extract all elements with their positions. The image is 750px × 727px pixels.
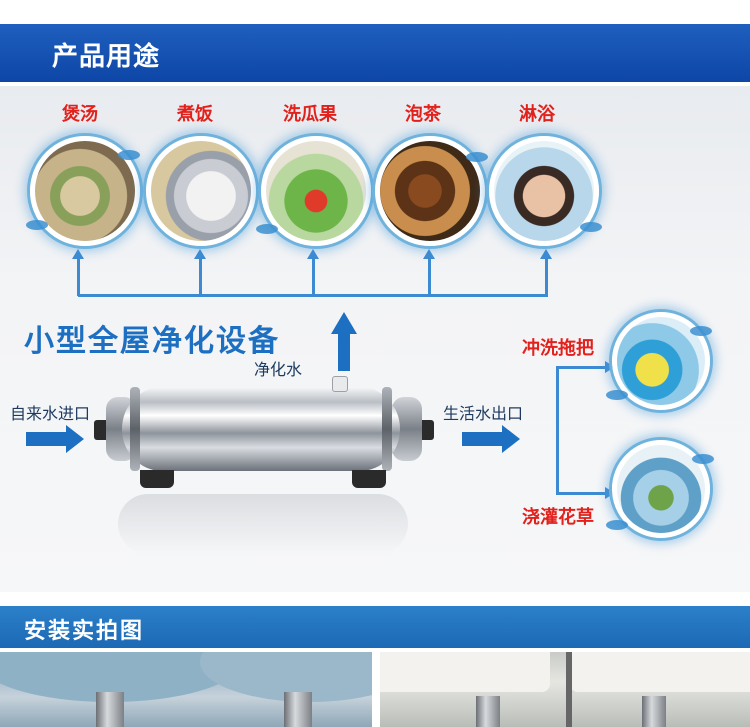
sink-basin [570,652,750,692]
device-reflection [118,494,408,554]
arrow-up-icon [72,249,84,259]
arrow-stem [26,432,66,446]
branch-line [428,258,431,296]
installation-photo [380,652,750,727]
fruit-washing-image [261,136,371,246]
water-splash-icon [690,326,712,336]
water-splash-icon [580,222,602,232]
installation-photo [0,652,372,727]
use-label-rice: 煮饭 [177,104,213,125]
cylinder-band [130,387,140,471]
arrow-right-icon [502,425,520,453]
water-splash-icon [606,520,628,530]
split-line [556,492,608,495]
arrow-up-icon [331,312,357,334]
drain-pipe [642,696,666,727]
arrow-stem [338,333,350,371]
valve-icon [332,376,348,392]
arrow-right-icon [66,425,84,453]
cylinder-band [382,387,392,471]
split-line [556,366,608,369]
use-label-tea: 泡茶 [405,104,441,125]
use-label-shower: 淋浴 [519,104,555,125]
branch-line [545,258,548,296]
outlet-label: 生活水出口 [443,404,524,423]
water-splash-icon [692,454,714,464]
section-header-install: 安装实拍图 [0,606,750,648]
supply-hose [566,652,572,727]
section-title: 产品用途 [52,42,161,72]
water-splash-icon [466,152,488,162]
device-title: 小型全屋净化设备 [24,324,280,359]
purifier-cylinder [122,387,400,471]
water-splash-icon [118,150,140,160]
arrow-up-icon [423,249,435,259]
inlet-label: 自来水进口 [10,404,91,423]
branch-line [312,258,315,296]
arrow-up-icon [540,249,552,259]
use-label-fruit: 洗瓜果 [283,104,337,125]
device-foot [140,470,174,488]
section-title: 安装实拍图 [24,619,145,644]
branch-line [77,258,80,296]
split-line [556,366,559,494]
water-splash-icon [256,224,278,234]
use-label-soup: 煲汤 [62,104,98,125]
sink-basin [380,652,550,692]
section-header-usage: 产品用途 [0,24,750,82]
rice-cooker-image [146,136,256,246]
water-splash-icon [606,390,628,400]
output-label-mop: 冲洗拖把 [522,338,594,359]
arrow-up-icon [307,249,319,259]
drain-pipe [96,692,124,727]
outlet-nozzle [418,420,434,440]
drain-pipe [476,696,500,727]
branch-line [199,258,202,296]
purified-water-label: 净化水 [254,360,303,379]
output-label-plants: 浇灌花草 [522,507,594,528]
device-foot [352,470,386,488]
drain-pipe [284,692,312,727]
arrow-up-icon [194,249,206,259]
arrow-stem [462,432,502,446]
water-splash-icon [26,220,48,230]
